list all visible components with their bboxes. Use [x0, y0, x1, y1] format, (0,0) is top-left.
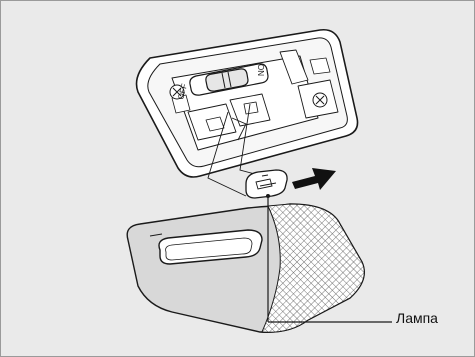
callout-dot [266, 194, 270, 198]
removal-arrow [292, 168, 336, 190]
lamp-bulb [246, 170, 287, 198]
lens-cover [127, 204, 364, 332]
screw-right [313, 93, 327, 107]
switch-on-label: ON [256, 64, 265, 76]
lamp-callout-label: Лампа [396, 310, 438, 326]
